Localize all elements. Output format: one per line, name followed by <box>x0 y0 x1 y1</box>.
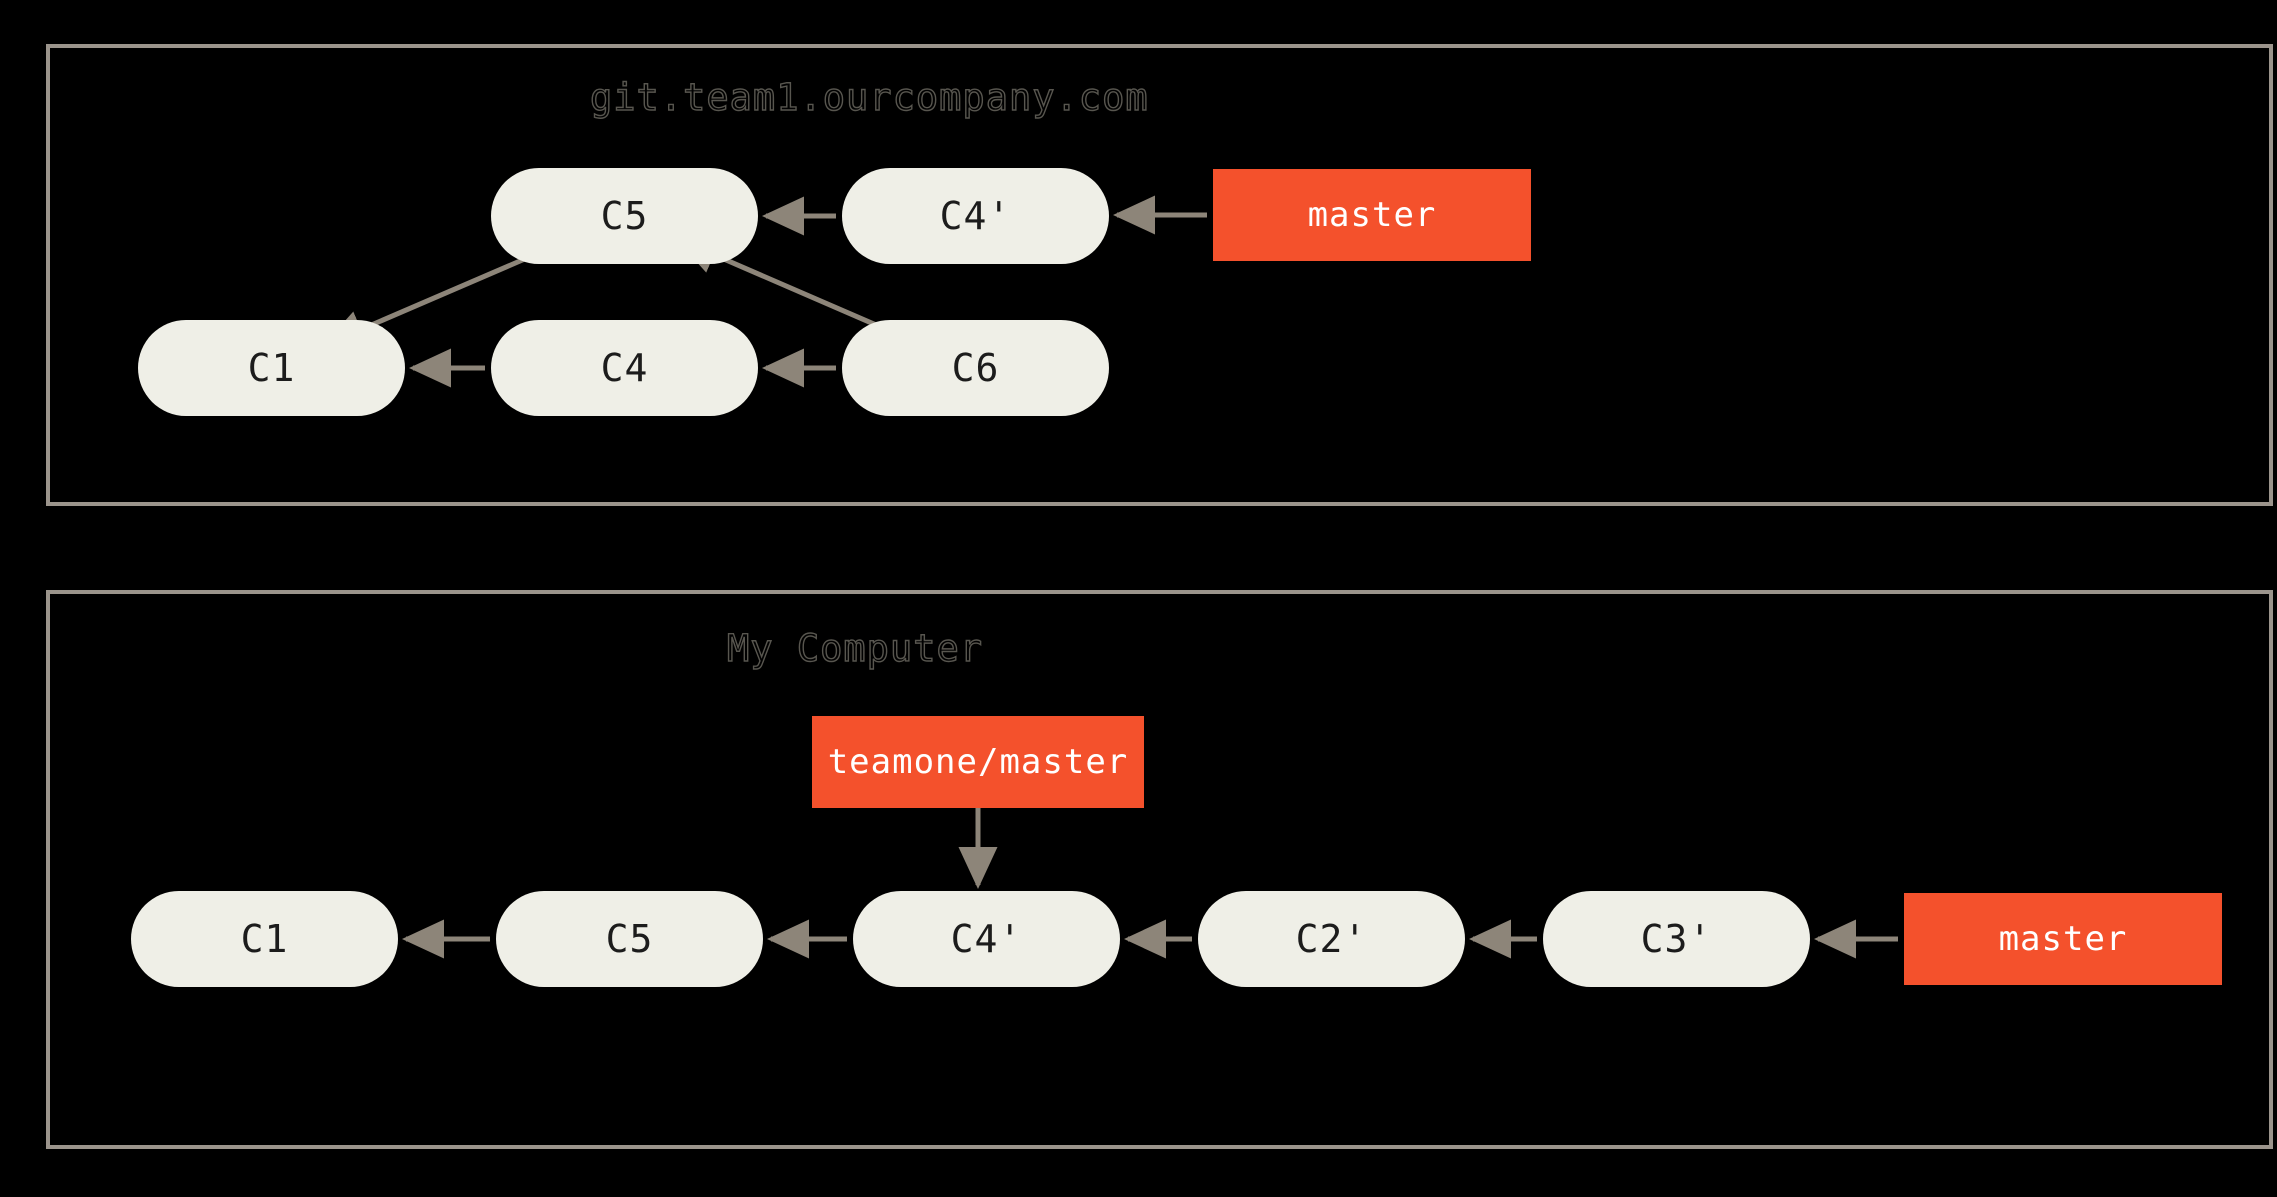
branch-label-teamone-master[interactable]: teamone/master <box>812 716 1144 808</box>
branch-label-master-local[interactable]: master <box>1904 893 2222 985</box>
commit-node-c1-local[interactable]: C1 <box>131 891 398 987</box>
commit-node-c4-remote[interactable]: C4 <box>491 320 758 416</box>
commit-node-c3prime-local[interactable]: C3' <box>1543 891 1810 987</box>
panel-remote-title: git.team1.ourcompany.com <box>589 75 1149 119</box>
commit-node-c5-local[interactable]: C5 <box>496 891 763 987</box>
branch-label-master-remote[interactable]: master <box>1213 169 1531 261</box>
panel-remote-repository <box>46 44 2273 506</box>
commit-node-c5-remote[interactable]: C5 <box>491 168 758 264</box>
commit-node-c4prime-local[interactable]: C4' <box>853 891 1120 987</box>
panel-local-title: My Computer <box>726 626 984 670</box>
commit-node-c6-remote[interactable]: C6 <box>842 320 1109 416</box>
commit-node-c4prime-remote[interactable]: C4' <box>842 168 1109 264</box>
panel-local-repository <box>46 590 2273 1149</box>
commit-node-c2prime-local[interactable]: C2' <box>1198 891 1465 987</box>
commit-node-c1-remote[interactable]: C1 <box>138 320 405 416</box>
